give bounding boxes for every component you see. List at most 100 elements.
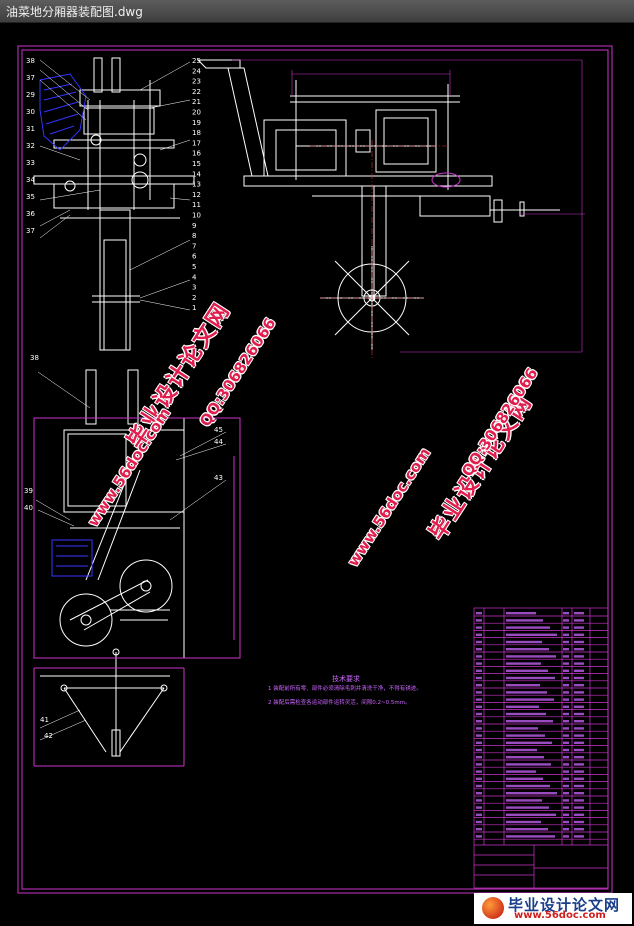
table-cell-glyphs xyxy=(563,691,569,694)
table-cell-glyphs xyxy=(574,748,584,752)
part-number-label: 22 xyxy=(192,88,201,96)
table-cell-glyphs xyxy=(476,676,482,680)
table-cell-glyphs xyxy=(506,727,538,730)
part-number-label: 36 xyxy=(26,210,35,218)
cad-drawing-canvas[interactable]: 3837293031323334353637252423222120191817… xyxy=(0,22,634,926)
table-cell-glyphs xyxy=(574,784,584,788)
table-cell-glyphs xyxy=(574,705,584,708)
table-cell-glyphs xyxy=(563,705,569,708)
table-cell-glyphs xyxy=(574,734,584,737)
part-number-label: 33 xyxy=(26,159,35,167)
logo-brand: 毕业设计论文网 xyxy=(508,896,621,914)
table-cell-glyphs xyxy=(506,820,541,824)
table-cell-glyphs xyxy=(563,820,569,824)
table-cell-glyphs xyxy=(574,799,584,802)
part-number-label: 1 xyxy=(192,304,196,312)
table-cell-glyphs xyxy=(476,655,482,658)
part-number-label: 40 xyxy=(24,504,33,512)
table-cell-glyphs xyxy=(506,756,544,759)
table-cell-glyphs xyxy=(574,820,584,824)
notes-item-1: 1 装配前所有零、部件必须清除毛刺并清洗干净，不得有锈迹。 xyxy=(268,684,422,692)
table-cell-glyphs xyxy=(563,806,569,809)
part-number-label: 4 xyxy=(192,273,197,281)
table-cell-glyphs xyxy=(563,799,569,802)
table-cell-glyphs xyxy=(574,756,584,759)
table-cell-glyphs xyxy=(506,712,546,716)
table-cell-glyphs xyxy=(476,813,482,816)
table-cell-glyphs xyxy=(476,741,482,744)
parts-list-entries xyxy=(476,612,584,838)
table-cell-glyphs xyxy=(476,648,482,651)
table-cell-glyphs xyxy=(563,734,569,737)
table-cell-glyphs xyxy=(563,813,569,816)
part-number-label: 29 xyxy=(26,91,35,99)
table-cell-glyphs xyxy=(476,820,482,824)
table-cell-glyphs xyxy=(476,777,482,780)
part-number-label: 32 xyxy=(26,142,35,150)
table-cell-glyphs xyxy=(574,741,584,744)
table-cell-glyphs xyxy=(563,640,569,644)
table-cell-glyphs xyxy=(563,633,569,636)
site-logo: 毕业设计论文网 www.56doc.com xyxy=(474,893,632,924)
part-number-label: 17 xyxy=(192,139,201,147)
side-view-leaders xyxy=(39,59,191,311)
table-cell-glyphs xyxy=(563,669,569,672)
table-cell-glyphs xyxy=(506,669,548,672)
table-cell-glyphs xyxy=(563,720,569,723)
globe-icon xyxy=(482,897,504,919)
table-cell-glyphs xyxy=(506,662,541,665)
table-cell-glyphs xyxy=(476,698,482,701)
part-number-label: 41 xyxy=(40,716,49,724)
window-title: 油菜地分厢器装配图.dwg xyxy=(6,5,143,19)
table-cell-glyphs xyxy=(563,698,569,701)
table-cell-glyphs xyxy=(574,720,584,723)
table-cell-glyphs xyxy=(574,655,584,658)
table-cell-glyphs xyxy=(506,655,556,658)
part-number-label: 14 xyxy=(192,170,201,178)
part-number-label: 2 xyxy=(192,294,196,302)
table-cell-glyphs xyxy=(563,784,569,788)
table-cell-glyphs xyxy=(476,748,482,752)
table-cell-glyphs xyxy=(476,784,482,788)
plan-view-leaders xyxy=(35,371,227,741)
part-number-label: 6 xyxy=(192,253,197,261)
table-cell-glyphs xyxy=(563,684,569,687)
table-cell-glyphs xyxy=(476,770,482,773)
table-cell-glyphs xyxy=(476,705,482,708)
table-cell-glyphs xyxy=(506,676,555,680)
table-cell-glyphs xyxy=(563,626,569,629)
side-view-hatch xyxy=(39,73,87,151)
table-cell-glyphs xyxy=(563,835,569,838)
part-number-label: 38 xyxy=(26,57,35,65)
table-cell-glyphs xyxy=(563,676,569,680)
table-cell-glyphs xyxy=(476,619,482,622)
part-number-label: 24 xyxy=(192,67,201,75)
window-titlebar: 油菜地分厢器装配图.dwg xyxy=(0,0,634,23)
part-number-label: 18 xyxy=(192,129,201,137)
part-number-label: 23 xyxy=(192,78,201,86)
drawing-frame xyxy=(17,45,613,894)
table-cell-glyphs xyxy=(574,763,584,766)
table-cell-glyphs xyxy=(563,662,569,665)
table-cell-glyphs xyxy=(476,633,482,636)
part-number-label: 44 xyxy=(214,438,223,446)
table-cell-glyphs xyxy=(506,828,548,831)
table-cell-glyphs xyxy=(563,763,569,766)
table-cell-glyphs xyxy=(506,777,543,780)
table-cell-glyphs xyxy=(506,633,557,636)
part-number-label: 3 xyxy=(192,284,196,292)
table-cell-glyphs xyxy=(506,705,539,708)
part-number-label: 19 xyxy=(192,119,201,127)
table-cell-glyphs xyxy=(506,813,556,816)
part-number-label: 31 xyxy=(26,125,35,133)
table-cell-glyphs xyxy=(506,741,552,744)
table-cell-glyphs xyxy=(574,828,584,831)
plan-view-hatch xyxy=(51,539,93,577)
part-number-label: 34 xyxy=(26,176,35,184)
table-cell-glyphs xyxy=(476,835,482,838)
part-number-label: 16 xyxy=(192,150,201,158)
part-number-label: 11 xyxy=(192,201,201,209)
part-number-label: 20 xyxy=(192,109,201,117)
part-number-label: 9 xyxy=(192,222,196,230)
side-view xyxy=(33,57,195,351)
